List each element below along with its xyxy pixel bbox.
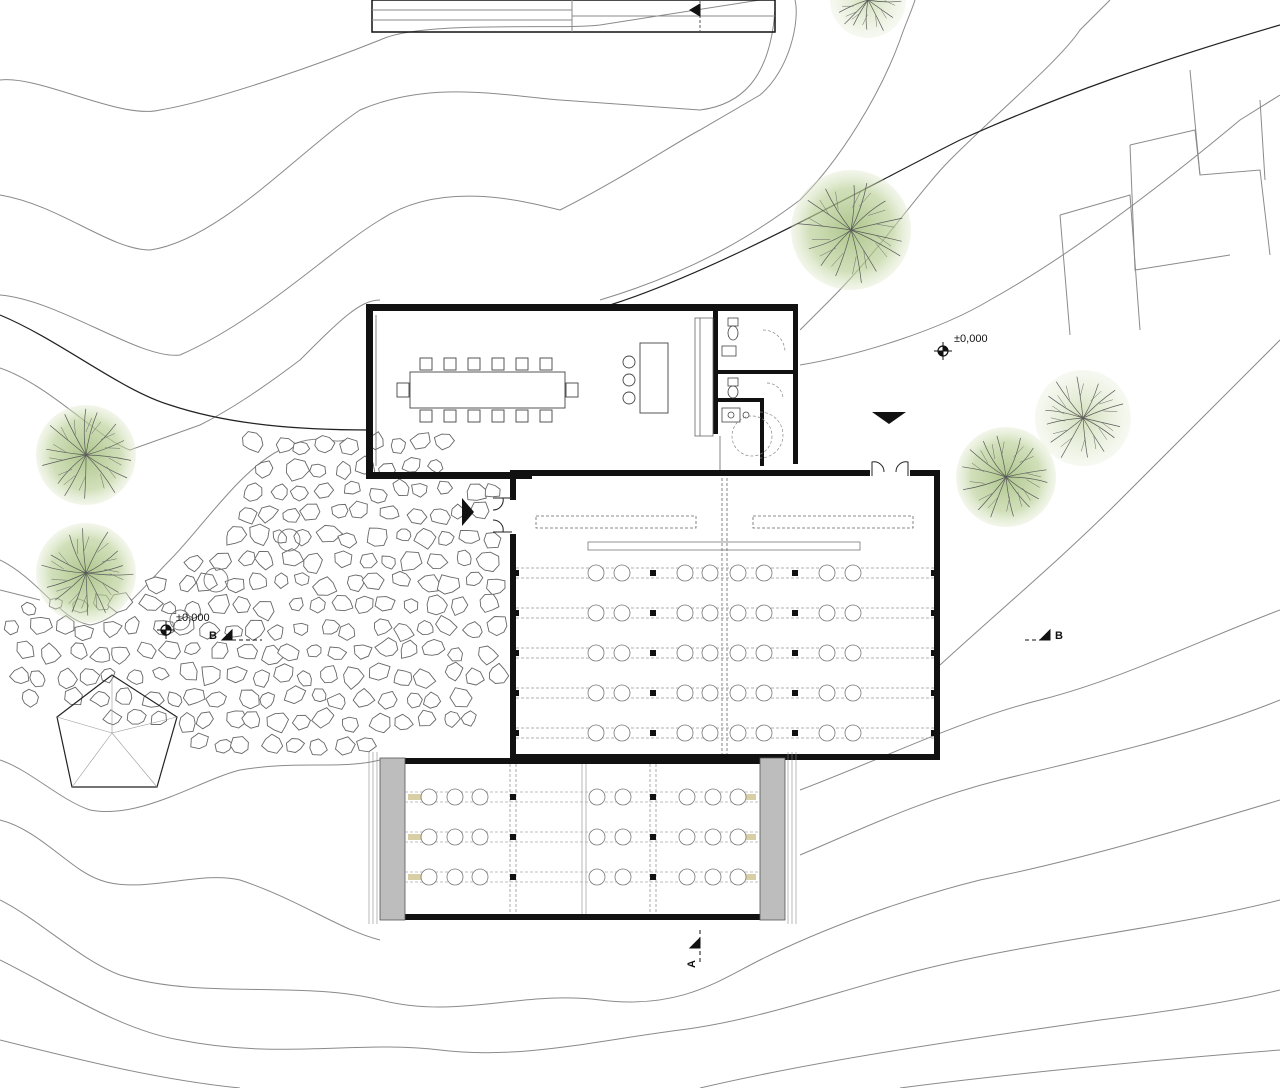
field-plots [1059, 69, 1271, 336]
trees [36, 0, 1131, 623]
lower-building [368, 752, 797, 924]
tree-icon [36, 405, 136, 505]
elevation-label-west: ±0,000 [176, 612, 210, 624]
stone-paving [3, 431, 510, 756]
section-markers [220, 628, 1051, 962]
utility-line-east [609, 24, 1280, 306]
tree-icon [36, 523, 136, 623]
elevation-marker-west [157, 621, 175, 639]
entrance-arrow-north [872, 412, 906, 424]
section-label-b-west: B [209, 630, 217, 642]
north-structure [371, 0, 776, 33]
entrance-arrow-west [462, 498, 474, 526]
tree-icon [1035, 370, 1131, 466]
utility-line [0, 314, 371, 431]
main-hall [462, 412, 940, 760]
elevation-label-east: ±0,000 [954, 333, 988, 345]
tree-icon [830, 0, 906, 38]
section-label-b-east: B [1055, 630, 1063, 642]
pentagon-pavilion [56, 674, 178, 788]
tree-icon [791, 170, 911, 290]
section-label-a: A [685, 960, 698, 968]
paving-circles [169, 528, 301, 631]
elevation-marker-east [934, 342, 952, 360]
meeting-building [366, 304, 798, 479]
tree-icon [956, 427, 1056, 527]
